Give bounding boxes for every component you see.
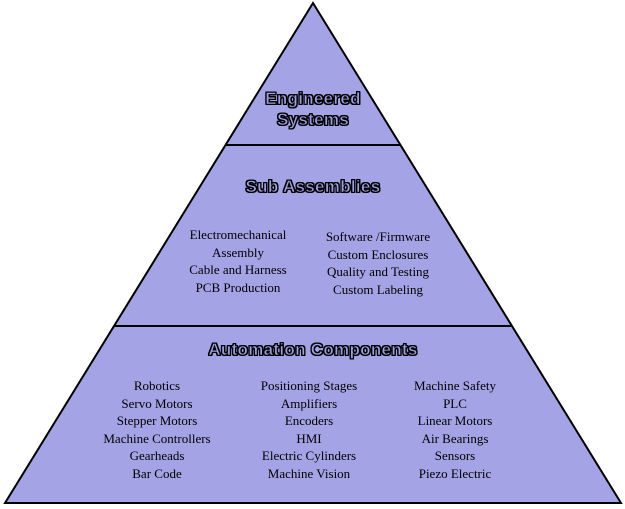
list-item: Assembly: [212, 244, 264, 260]
list-item: Encoders: [284, 413, 334, 428]
sub-assemblies-left-list: Electromechanical Assembly Cable and Har…: [158, 226, 318, 296]
list-item: Machine Safety: [414, 378, 496, 393]
list-item: Stepper Motors: [116, 413, 198, 428]
list-item: PCB Production: [195, 279, 281, 295]
list-item: Custom Enclosures: [327, 246, 429, 262]
list-item: Amplifiers: [280, 395, 338, 411]
pyramid-shape: [3, 1, 623, 504]
automation-col-1: Robotics Servo Motors Stepper Motors Mac…: [77, 377, 237, 482]
tier-title-automation-components: Automation Components: [208, 340, 418, 360]
list-item: Servo Motors: [121, 395, 193, 411]
list-item: PLC: [443, 395, 467, 411]
list-item: Cable and Harness: [189, 262, 287, 277]
tier-title-engineered-systems: Engineered Systems: [213, 88, 413, 130]
automation-col-2: Positioning Stages Amplifiers Encoders H…: [229, 377, 389, 482]
list-item: Bar Code: [132, 465, 182, 481]
list-item: Robotics: [133, 378, 181, 393]
list-item: Machine Controllers: [103, 430, 211, 446]
list-item: Electromechanical: [189, 227, 287, 242]
list-item: Gearheads: [129, 448, 185, 463]
list-item: Software /Firmware: [325, 229, 431, 244]
list-item: Piezo Electric: [418, 465, 492, 481]
list-item: Linear Motors: [417, 413, 493, 428]
list-item: Custom Labeling: [333, 281, 423, 297]
list-item: Quality and Testing: [326, 264, 430, 279]
title-line-2: Systems: [276, 110, 350, 130]
title-line-1: Engineered: [265, 89, 361, 109]
automation-col-3: Machine Safety PLC Linear Motors Air Bea…: [375, 377, 535, 482]
list-item: Sensors: [434, 448, 476, 463]
tier-title-sub-assemblies: Sub Assemblies: [245, 177, 381, 197]
list-item: HMI: [296, 430, 322, 446]
list-item: Air Bearings: [421, 430, 489, 446]
list-item: Positioning Stages: [260, 378, 358, 393]
sub-assemblies-right-list: Software /Firmware Custom Enclosures Qua…: [298, 228, 458, 298]
list-item: Electric Cylinders: [261, 448, 357, 463]
list-item: Machine Vision: [267, 465, 351, 481]
